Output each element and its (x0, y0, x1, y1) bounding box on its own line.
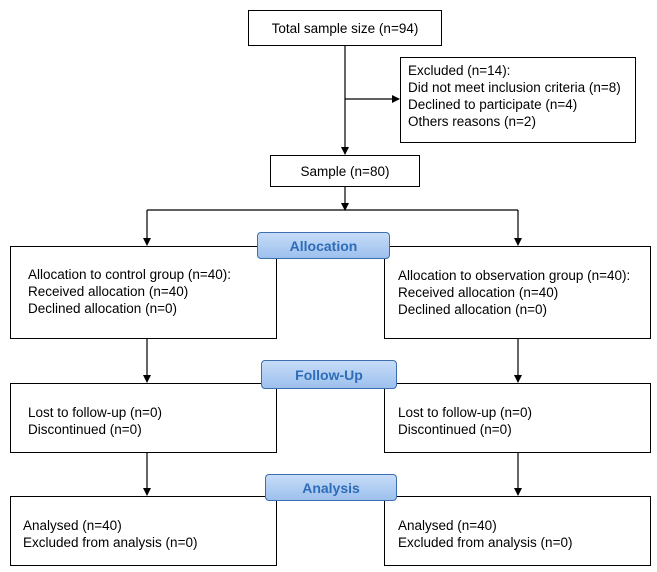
control-followup-line: Discontinued (n=0) (28, 422, 142, 437)
excluded-line: Declined to participate (n=4) (408, 97, 578, 112)
stage-analysis-label: Analysis (265, 474, 397, 501)
control-allocation-box: Allocation to control group (n=40): Rece… (10, 246, 277, 339)
sample-box: Sample (n=80) (270, 155, 420, 187)
observation-followup-line: Discontinued (n=0) (398, 422, 512, 437)
control-allocation-line: Received allocation (n=40) (28, 284, 189, 299)
control-followup-box: Lost to follow-up (n=0) Discontinued (n=… (10, 383, 277, 453)
observation-analysis-line: Analysed (n=40) (398, 518, 497, 533)
total-sample-text: Total sample size (n=94) (271, 20, 419, 36)
observation-allocation-line: Allocation to observation group (n=40): (398, 268, 631, 283)
excluded-line: Did not meet inclusion criteria (n=8) (408, 80, 621, 95)
observation-followup-box: Lost to follow-up (n=0) Discontinued (n=… (384, 383, 651, 453)
control-analysis-line: Excluded from analysis (n=0) (23, 535, 198, 550)
total-sample-box: Total sample size (n=94) (248, 10, 442, 46)
control-analysis-line: Analysed (n=40) (23, 518, 122, 533)
observation-analysis-box: Analysed (n=40) Excluded from analysis (… (384, 496, 651, 566)
observation-followup-line: Lost to follow-up (n=0) (398, 405, 532, 420)
control-followup-line: Lost to follow-up (n=0) (28, 405, 162, 420)
excluded-line: Excluded (n=14): (408, 63, 511, 78)
observation-allocation-line: Declined allocation (n=0) (398, 302, 547, 317)
observation-analysis-line: Excluded from analysis (n=0) (398, 535, 573, 550)
control-allocation-line: Declined allocation (n=0) (28, 301, 177, 316)
control-allocation-line: Allocation to control group (n=40): (28, 267, 231, 282)
excluded-line: Others reasons (n=2) (408, 114, 536, 129)
observation-allocation-box: Allocation to observation group (n=40): … (384, 246, 651, 339)
observation-allocation-line: Received allocation (n=40) (398, 285, 559, 300)
stage-followup-label: Follow-Up (261, 360, 397, 389)
sample-text: Sample (n=80) (300, 163, 390, 179)
control-analysis-box: Analysed (n=40) Excluded from analysis (… (10, 496, 277, 566)
excluded-box: Excluded (n=14): Did not meet inclusion … (400, 57, 636, 143)
stage-allocation-label: Allocation (257, 232, 390, 259)
